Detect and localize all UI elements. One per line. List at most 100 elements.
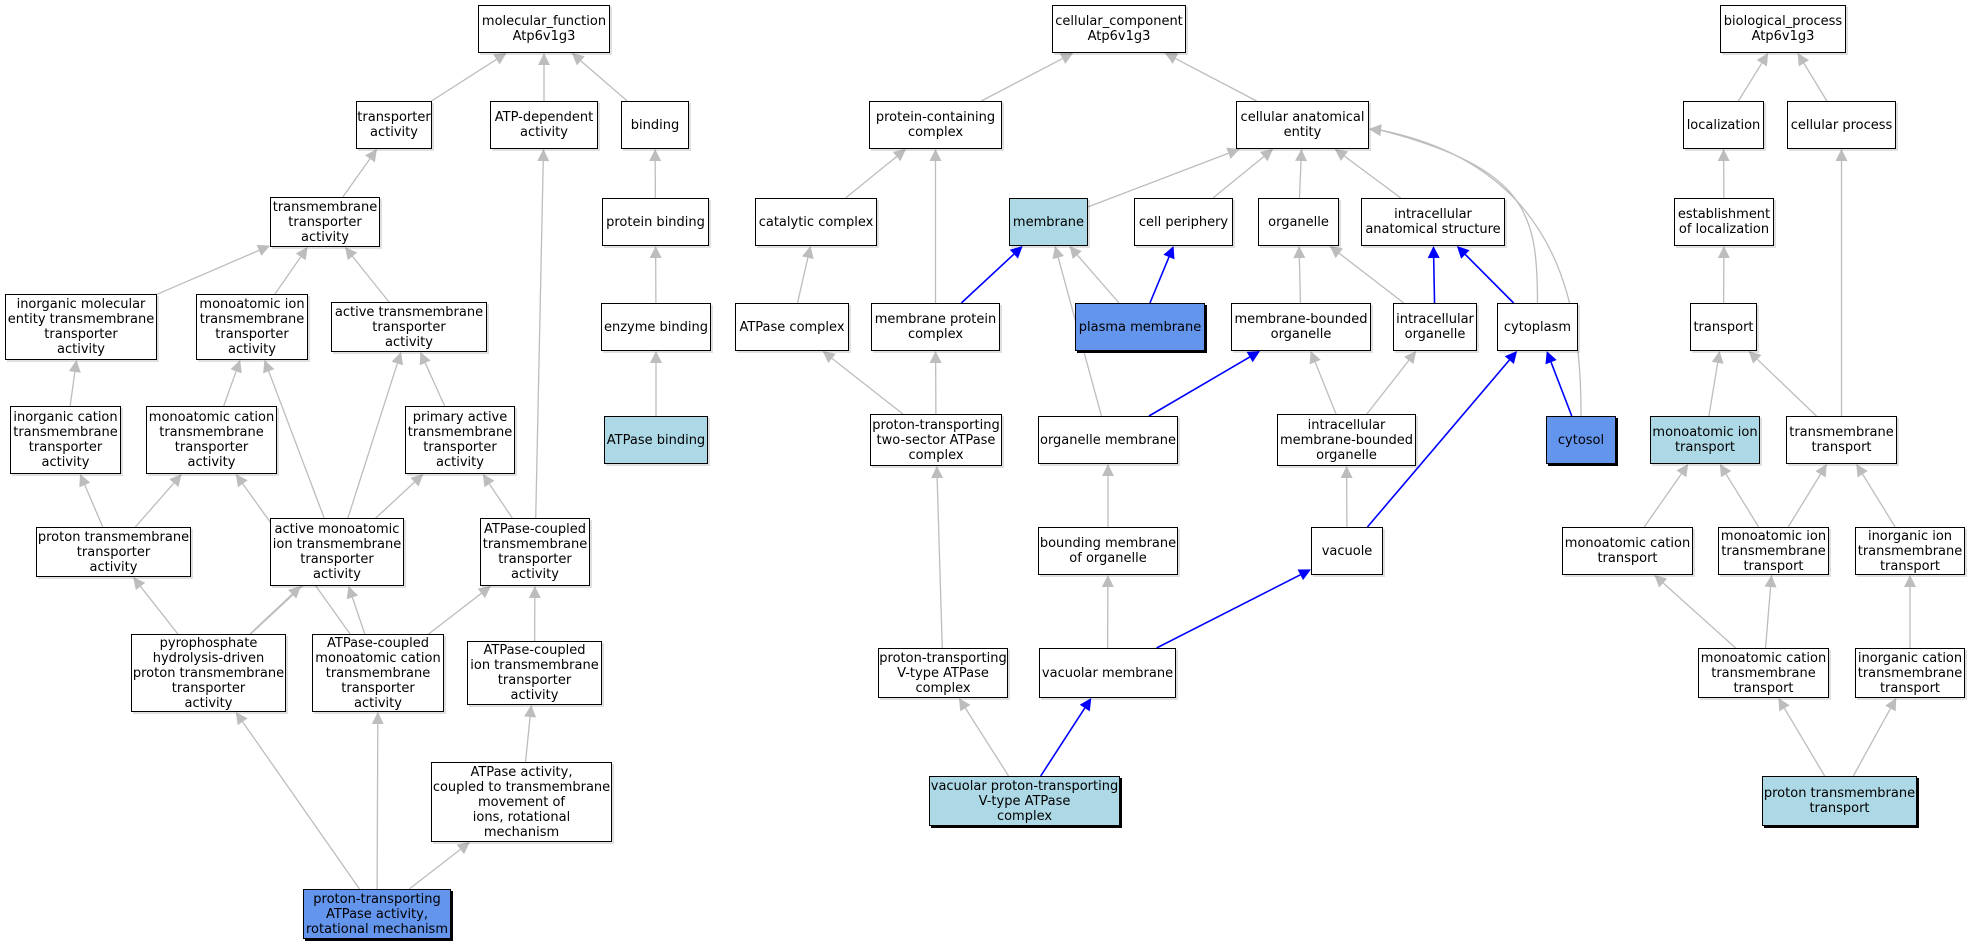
edge-monoatomic_ion_transport-to-transport-arrowhead <box>1711 351 1724 364</box>
proton-transmembrane-transporter-activity-node[interactable]: proton transmembrane transporter activit… <box>36 527 191 577</box>
cellular-process-node[interactable]: cellular process <box>1787 101 1896 149</box>
active-monoatomic-ion-transporter-node[interactable]: active monoatomic ion transmembrane tran… <box>270 518 404 586</box>
edge-cellular_process-to-bp_root <box>1803 62 1828 102</box>
inorganic-molecular-entity-node[interactable]: inorganic molecular entity transmembrane… <box>5 294 157 360</box>
protein-containing-complex-node[interactable]: protein-containing complex <box>869 101 1002 149</box>
inorganic-ion-transmembrane-transport-node[interactable]: inorganic ion transmembrane transport <box>1855 527 1965 575</box>
edge-proton_tm_transport-to-inorganic_cation_tm_transport <box>1852 708 1892 777</box>
edge-cell_periphery-to-cellular_anatomical <box>1212 156 1265 199</box>
edge-vacuolar_proton-to-vacuolar_membrane <box>1040 707 1086 777</box>
cellular-anatomical-entity-node[interactable]: cellular anatomical entity <box>1236 101 1369 149</box>
proton-two-sector-atpase-node[interactable]: proton-transporting two-sector ATPase co… <box>870 414 1002 466</box>
edge-transporter_activity-to-mf_root-arrowhead <box>493 53 507 65</box>
localization-node[interactable]: localization <box>1683 101 1764 149</box>
intracellular-organelle-node[interactable]: intracellular organelle <box>1393 303 1477 351</box>
organelle-membrane-node[interactable]: organelle membrane <box>1038 416 1178 464</box>
edge-membrane-to-cellular_anatomical-arrowhead <box>1226 147 1240 159</box>
edge-vacuolar_proton-to-proton_vtype-arrowhead <box>958 698 971 712</box>
edge-cytoplasm-to-cellular_anatomical <box>1380 129 1539 304</box>
atpase-coupled-ion-transporter-node[interactable]: ATPase-coupled ion transmembrane transpo… <box>467 641 602 705</box>
atpase-rotational-mechanism-node[interactable]: ATPase activity, coupled to transmembran… <box>431 762 612 842</box>
edge-active_tm_ta-to-tm_transporter-arrowhead <box>345 247 358 261</box>
enzyme-binding-node[interactable]: enzyme binding <box>601 303 711 351</box>
edge-intracellular_mb-to-membrane_bounded-arrowhead <box>1309 351 1321 365</box>
edge-atpase_coupled_tm-to-atp_dependent-arrowhead <box>537 149 550 162</box>
edge-vacuole-to-cytoplasm-arrowhead <box>1504 351 1518 365</box>
vacuole-node[interactable]: vacuole <box>1311 527 1383 575</box>
transmembrane-transporter-activity-node[interactable]: transmembrane transporter activity <box>270 197 380 247</box>
vacuolar-membrane-node[interactable]: vacuolar membrane <box>1039 648 1176 698</box>
edge-atpase_coupled_monoatomic-to-active_monoatomic <box>351 597 366 635</box>
edge-inorganic_cation_ta-to-inorganic_mol-arrowhead <box>68 360 81 373</box>
proton-transporting-atpase-rotational-node[interactable]: proton-transporting ATPase activity, rot… <box>303 889 451 939</box>
binding-node[interactable]: binding <box>621 101 689 149</box>
edge-vacuolar_membrane-to-vacuole-arrowhead <box>1297 569 1311 581</box>
edge-intracellular_organelle-to-intracellular_structure-arrowhead <box>1427 246 1440 259</box>
monoatomic-cation-transporter-activity-node[interactable]: monoatomic cation transmembrane transpor… <box>146 406 277 474</box>
intracellular-anatomical-structure-node[interactable]: intracellular anatomical structure <box>1361 198 1505 246</box>
edge-monoatomic_cation_transport-to-monoatomic_ion_transport <box>1643 473 1682 528</box>
monoatomic-cation-transmembrane-transport-node[interactable]: monoatomic cation transmembrane transpor… <box>1698 648 1829 698</box>
edge-monoatomic_ion_ta-to-tm_transporter-arrowhead <box>295 247 308 261</box>
edge-active_tm_ta-to-tm_transporter <box>351 255 390 303</box>
proton-transporting-vtype-atpase-node[interactable]: proton-transporting V-type ATPase comple… <box>878 648 1008 698</box>
primary-active-transporter-node[interactable]: primary active transmembrane transporter… <box>405 406 515 474</box>
bounding-membrane-of-organelle-node[interactable]: bounding membrane of organelle <box>1038 527 1178 575</box>
cell-periphery-node[interactable]: cell periphery <box>1134 198 1233 246</box>
edge-monoatomic_cation_tm_transport-to-monoatomic_ion_tm_transport-arrowhead <box>1764 575 1777 588</box>
edge-membrane_bounded-to-organelle-arrowhead <box>1293 246 1306 259</box>
cytosol-node[interactable]: cytosol <box>1546 416 1616 464</box>
pyrophosphate-hydrolysis-node[interactable]: pyrophosphate hydrolysis-driven proton t… <box>131 634 286 712</box>
protein-binding-node[interactable]: protein binding <box>602 198 709 246</box>
edge-cytosol-to-cytoplasm <box>1550 361 1573 417</box>
atpase-complex-node[interactable]: ATPase complex <box>735 303 849 351</box>
membrane-bounded-organelle-node[interactable]: membrane-bounded organelle <box>1231 303 1371 351</box>
edge-membrane_bounded-to-organelle <box>1298 257 1302 304</box>
cc-root-node[interactable]: cellular_component Atp6v1g3 <box>1052 5 1186 53</box>
edge-vacuolar_membrane-to-vacuole <box>1156 574 1301 649</box>
membrane-protein-complex-node[interactable]: membrane protein complex <box>871 303 1000 351</box>
edge-active_monoatomic-to-active_tm_ta-arrowhead <box>391 352 404 366</box>
organelle-node[interactable]: organelle <box>1258 198 1339 246</box>
mf-root-node[interactable]: molecular_function Atp6v1g3 <box>478 5 610 53</box>
monoatomic-ion-transport-node[interactable]: monoatomic ion transport <box>1650 416 1760 464</box>
monoatomic-cation-transport-node[interactable]: monoatomic cation transport <box>1562 527 1693 575</box>
monoatomic-ion-transmembrane-transport-node[interactable]: monoatomic ion transmembrane transport <box>1718 527 1829 575</box>
atpase-binding-node[interactable]: ATPase binding <box>604 416 708 464</box>
edge-active_monoatomic-to-monoatomic_ion_ta-arrowhead <box>263 360 275 374</box>
edge-transporter_activity-to-mf_root <box>431 58 497 102</box>
edge-membrane_protein_complex-to-protein_complex-arrowhead <box>929 149 942 161</box>
inorganic-cation-transmembrane-transport-node[interactable]: inorganic cation transmembrane transport <box>1855 648 1965 698</box>
intracellular-membrane-bounded-organelle-node[interactable]: intracellular membrane-bounded organelle <box>1277 414 1416 466</box>
edge-active_monoatomic-to-active_tm_ta <box>347 363 398 519</box>
bp-root-node[interactable]: biological_process Atp6v1g3 <box>1720 5 1846 53</box>
plasma-membrane-node[interactable]: plasma membrane <box>1075 303 1205 351</box>
edge-vacuolar_proton-to-vacuolar_membrane-arrowhead <box>1079 698 1092 712</box>
edge-proton_tm_ta-to-monoatomic_cation_ta <box>134 482 175 528</box>
edge-protein_complex-to-cc_root-arrowhead <box>1059 53 1074 64</box>
atpase-coupled-transmembrane-transporter-node[interactable]: ATPase-coupled transmembrane transporter… <box>480 518 590 586</box>
inorganic-cation-transporter-activity-node[interactable]: inorganic cation transmembrane transport… <box>10 406 121 474</box>
edge-atpase_rotational-to-atpase_coupled_ion <box>524 716 531 763</box>
cytoplasm-node[interactable]: cytoplasm <box>1497 303 1578 351</box>
transporter-activity-node[interactable]: transporter activity <box>356 101 432 149</box>
proton-transmembrane-transport-node[interactable]: proton transmembrane transport <box>1762 776 1917 826</box>
transmembrane-transport-node[interactable]: transmembrane transport <box>1786 416 1897 464</box>
atp-dependent-activity-node[interactable]: ATP-dependent activity <box>490 101 598 149</box>
vacuolar-proton-transporting-vtype-node[interactable]: vacuolar proton-transporting V-type ATPa… <box>929 776 1120 826</box>
edge-inorganic_cation_tm_transport-to-inorganic_ion_tm_transport-arrowhead <box>1904 575 1916 587</box>
establishment-of-localization-node[interactable]: establishment of localization <box>1674 198 1774 246</box>
catalytic-complex-node[interactable]: catalytic complex <box>755 198 877 246</box>
atpase-coupled-monoatomic-cation-node[interactable]: ATPase-coupled monoatomic cation transme… <box>312 634 444 712</box>
membrane-node[interactable]: membrane <box>1009 198 1088 246</box>
edge-inorganic_mol-to-tm_transporter-arrowhead <box>256 244 270 256</box>
monoatomic-ion-transporter-activity-node[interactable]: monoatomic ion transmembrane transporter… <box>196 294 308 360</box>
edge-plasma_membrane-to-cell_periphery <box>1149 256 1170 304</box>
edge-proton_tm_ta-to-inorganic_cation_ta-arrowhead <box>79 474 91 488</box>
transport-node[interactable]: transport <box>1690 303 1757 351</box>
active-transmembrane-transporter-node[interactable]: active transmembrane transporter activit… <box>331 302 487 352</box>
edge-atpase_coupled_monoatomic-to-atpase_coupled_tm <box>428 592 482 635</box>
edge-plasma_membrane-to-cell_periphery-arrowhead <box>1163 246 1175 260</box>
edge-proton_tm_transport-to-monoatomic_cation_tm_transport-arrowhead <box>1778 698 1790 712</box>
edge-monoatomic_ion_tm_transport-to-monoatomic_ion_transport <box>1725 473 1760 528</box>
